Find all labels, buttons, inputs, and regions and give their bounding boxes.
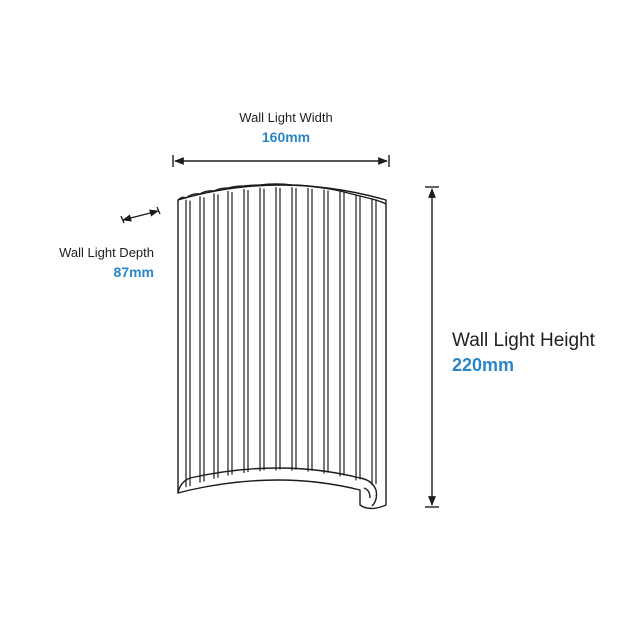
width-value: 160mm: [261, 129, 311, 145]
height-value: 220mm: [452, 355, 515, 375]
height-dimension-line: [425, 186, 439, 508]
depth-label: Wall Light Depth: [59, 245, 154, 260]
width-label: Wall Light Width: [239, 110, 333, 125]
width-dimension-line: [172, 155, 390, 167]
depth-dimension-line: [120, 206, 161, 224]
fluted-ribs: [185, 187, 377, 488]
depth-value: 87mm: [113, 264, 154, 280]
height-label: Wall Light Height: [452, 330, 595, 351]
wall-light-body: [177, 183, 387, 510]
